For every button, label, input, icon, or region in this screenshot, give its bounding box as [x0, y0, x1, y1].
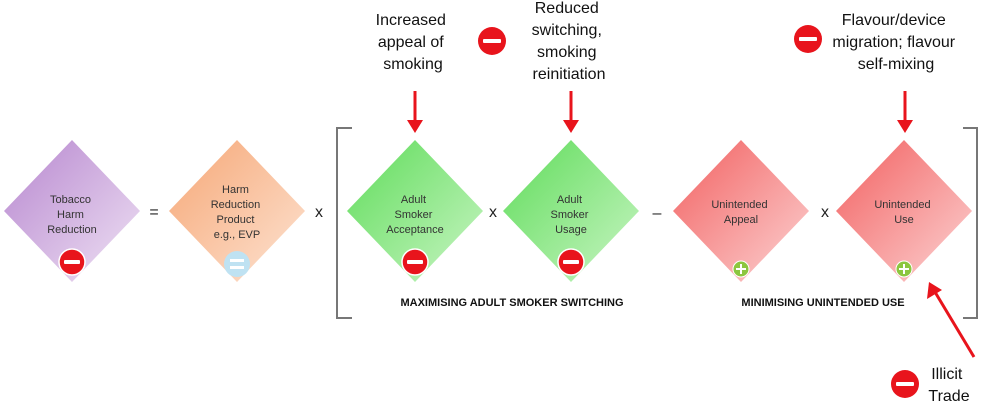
left-bracket [336, 127, 352, 319]
arrow-diagonal-icon [927, 282, 976, 358]
operator-multiply: x [489, 204, 497, 221]
plus-badge-icon [895, 260, 913, 278]
minus-badge-icon [401, 248, 429, 276]
minus-badge-icon [478, 27, 506, 55]
diamond-adult-smoker-usage [503, 140, 639, 282]
operator-minus: – [653, 205, 662, 222]
minus-badge-icon [794, 25, 822, 53]
annotation-reduced-switching: Reduced switching, smoking reinitiation [532, 0, 607, 83]
right-bracket [963, 127, 978, 319]
arrow-down-icon [563, 91, 579, 133]
minus-badge-icon [557, 248, 585, 276]
annotation-increased-appeal: Increased appeal of smoking [376, 12, 451, 73]
diamond-tobacco-harm-reduction [4, 140, 140, 282]
shape-label-adult-smoker-usage: Adult Smoker Usage [551, 194, 592, 236]
operator-multiply: x [821, 204, 829, 221]
annotation-flavour-migration: Flavour/device migration; flavour self-m… [832, 12, 959, 73]
shape-label-adult-smoker-acceptance: Adult Smoker Acceptance [386, 194, 443, 236]
minus-badge-icon [58, 248, 86, 276]
shape-label-unintended-use: Unintended Use [874, 199, 933, 226]
diamond-adult-smoker-acceptance [347, 140, 483, 282]
section-label-minimising: MINIMISING UNINTENDED USE [741, 297, 904, 309]
operator-multiply: x [315, 204, 323, 221]
diamond-unintended-appeal [673, 140, 809, 282]
equals-badge-icon [224, 251, 250, 277]
diamond-unintended-use [836, 140, 972, 282]
shape-label-harm-reduction-product: Harm Reduction Product e.g., EVP [211, 184, 264, 241]
diamond-harm-reduction-product [169, 140, 305, 282]
shape-label-unintended-appeal: Unintended Appeal [711, 199, 770, 226]
annotation-illicit-trade: Illicit Trade [928, 366, 969, 405]
shape-label-tobacco-harm-reduction: Tobacco Harm Reduction [47, 194, 97, 236]
operator-equals: = [149, 204, 158, 221]
minus-badge-icon [891, 370, 919, 398]
arrow-down-icon [897, 91, 913, 133]
plus-badge-icon [732, 260, 750, 278]
arrow-down-icon [407, 91, 423, 133]
section-label-maximising: MAXIMISING ADULT SMOKER SWITCHING [400, 297, 623, 309]
